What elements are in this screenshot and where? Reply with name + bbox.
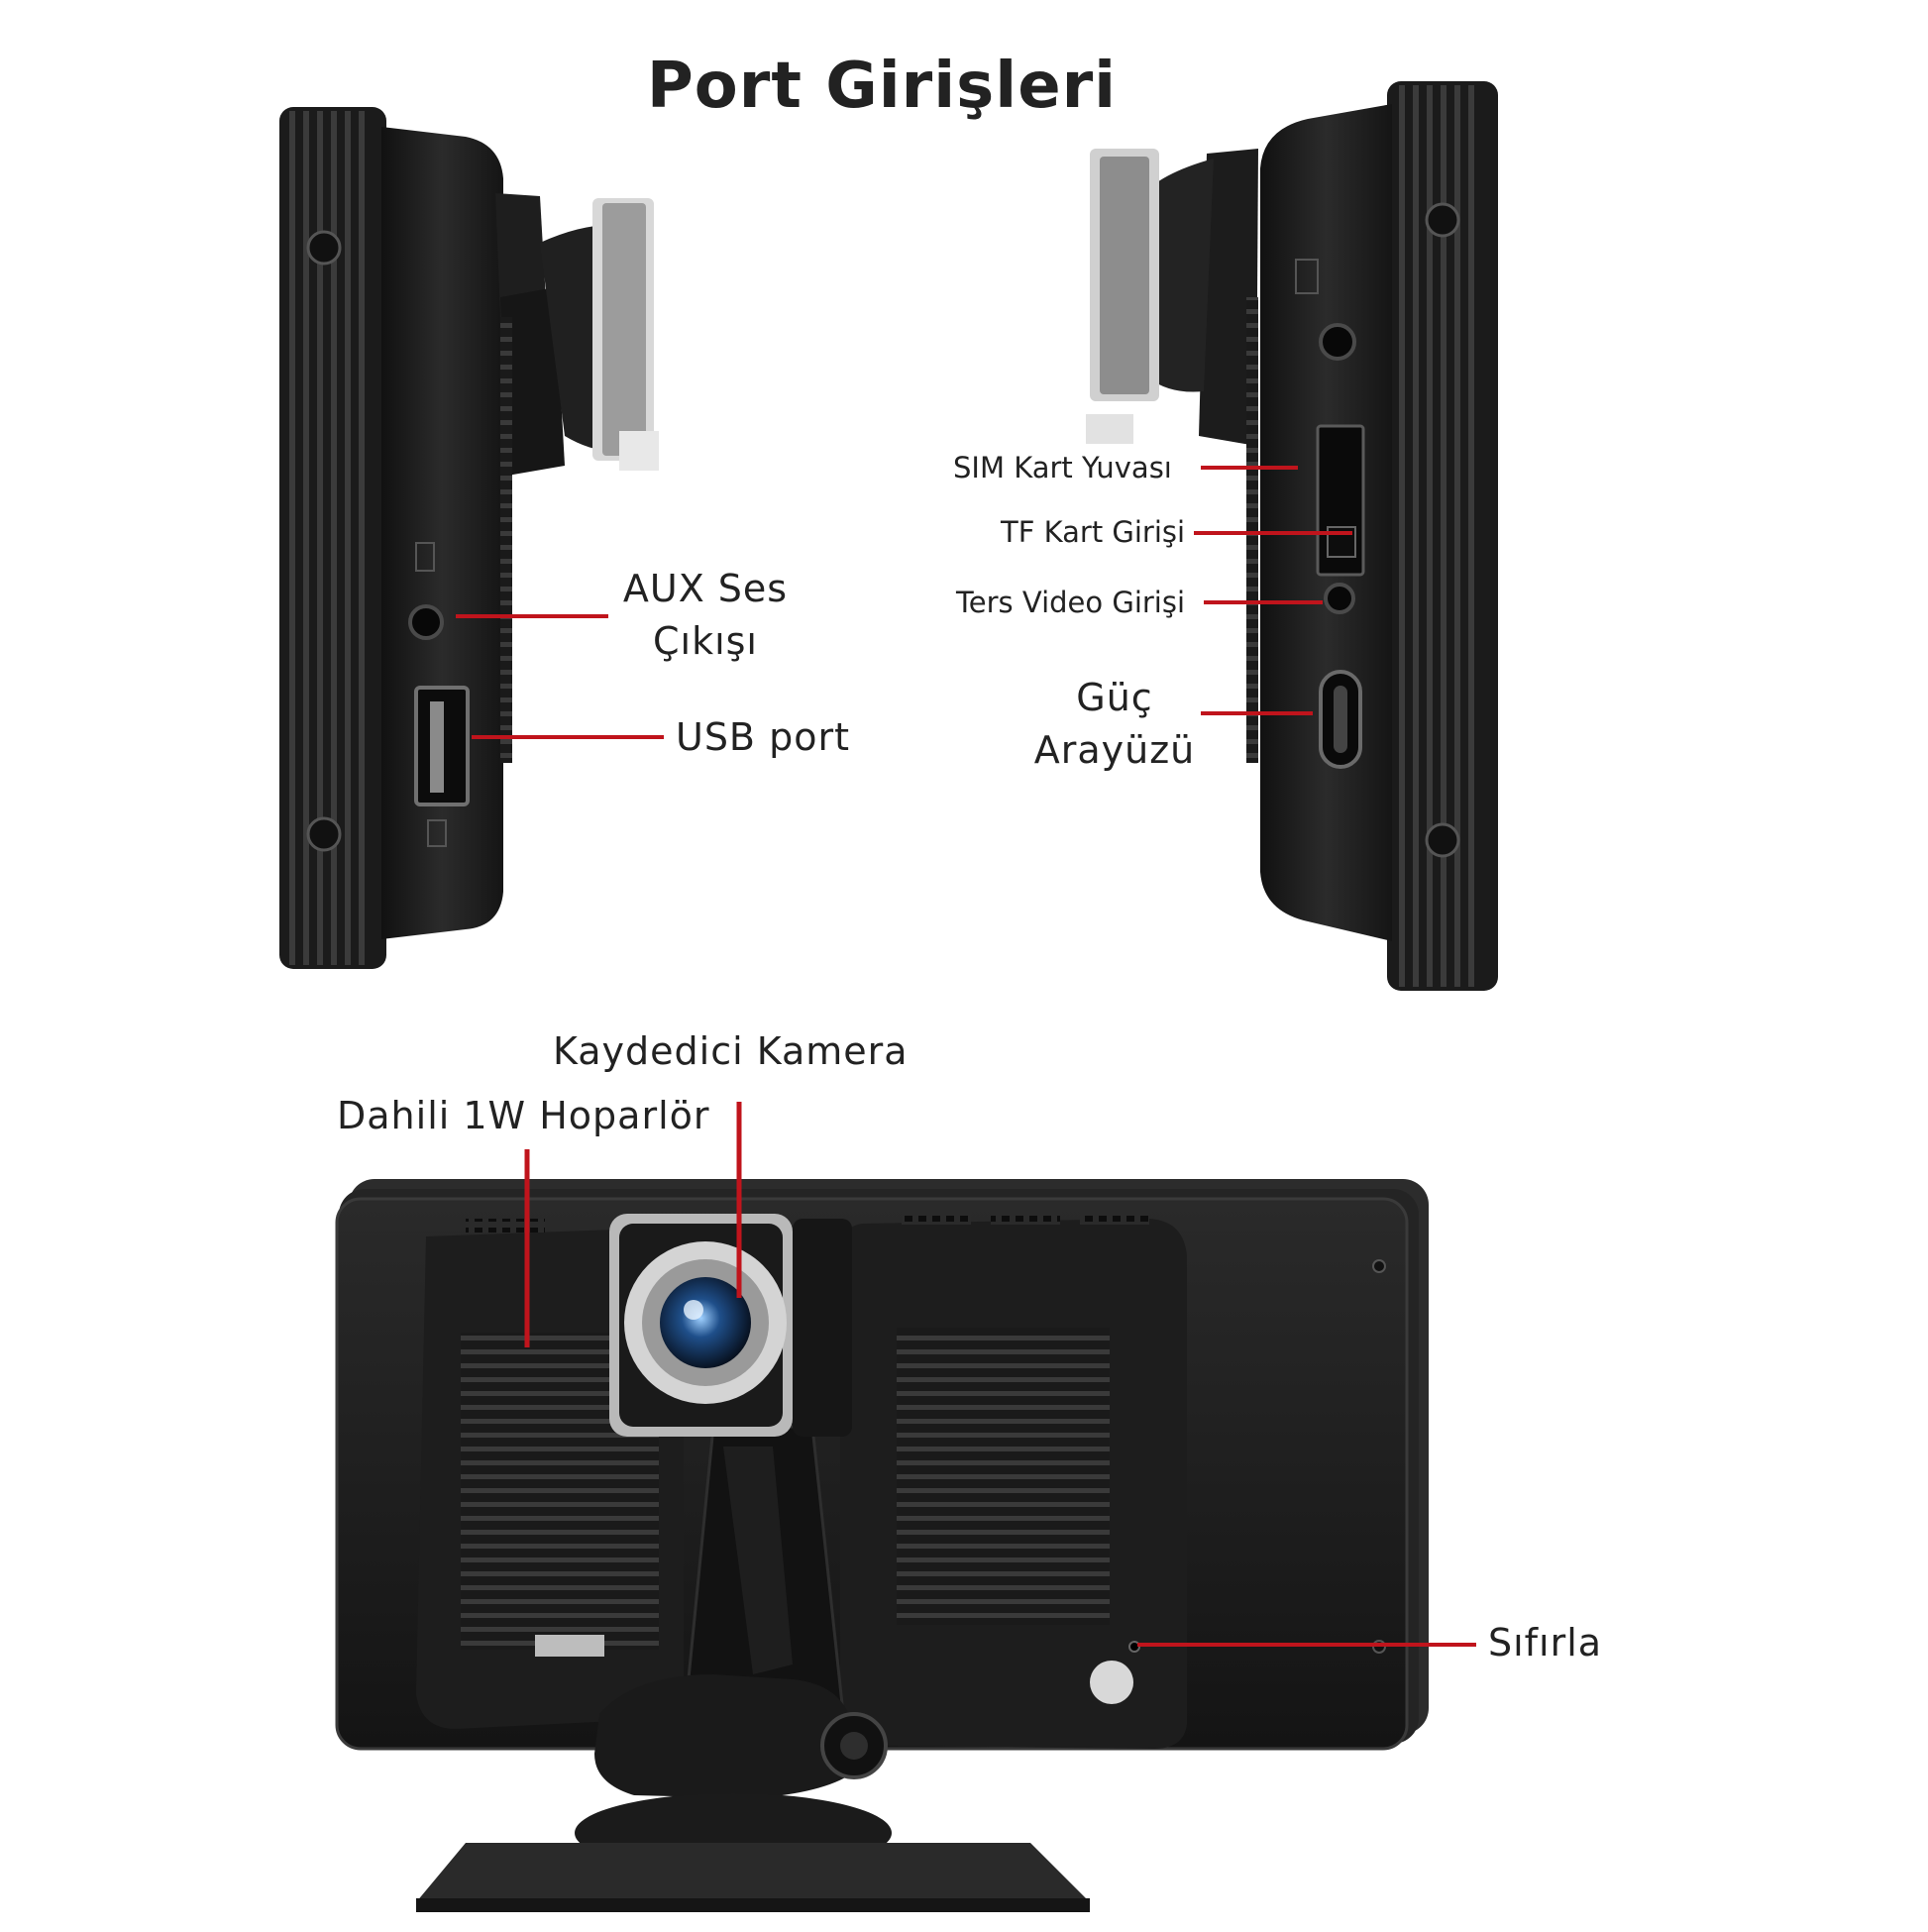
power-label-line1: Güç xyxy=(1076,676,1153,719)
speaker-label: Dahili 1W Hoparlör xyxy=(337,1094,710,1137)
reset-label: Sıfırla xyxy=(1488,1621,1603,1664)
aux-label-line1: AUX Ses xyxy=(622,567,789,610)
screw xyxy=(306,230,342,266)
camera-label: Kaydedici Kamera xyxy=(553,1029,909,1073)
stand-base xyxy=(416,1843,1090,1902)
stand-joint xyxy=(594,1674,852,1798)
leader-lines xyxy=(456,466,1476,1647)
left-device-body xyxy=(381,127,503,939)
rear-view xyxy=(335,1179,1429,1912)
screw xyxy=(1425,202,1460,238)
usb-label: USB port xyxy=(676,715,850,759)
screw xyxy=(1425,822,1460,858)
reverse-label: Ters Video Girişi xyxy=(956,586,1186,619)
aux-label: AUX Ses Çıkışı xyxy=(606,563,804,668)
sticker xyxy=(1090,1661,1133,1704)
camera-lens xyxy=(660,1277,751,1368)
tf-label: TF Kart Girişi xyxy=(1001,515,1186,549)
screw xyxy=(306,816,342,852)
sim-label: SIM Kart Yuvası xyxy=(953,451,1172,484)
aux-jack-port xyxy=(408,604,444,640)
page-title: Port Girişleri xyxy=(646,50,1118,123)
aux-label-line2: Çıkışı xyxy=(652,619,758,664)
reverse-video-jack xyxy=(1324,583,1355,614)
power-label: Güç Arayüzü xyxy=(1016,672,1214,777)
power-label-line2: Arayüzü xyxy=(1033,728,1196,773)
left-side-view xyxy=(279,107,659,969)
right-side-view xyxy=(1086,81,1498,991)
